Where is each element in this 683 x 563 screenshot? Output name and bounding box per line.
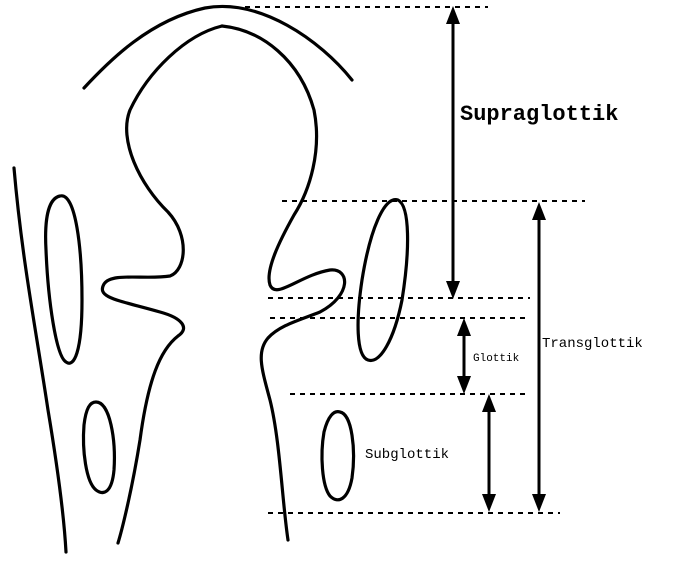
left-airway-wall — [102, 26, 222, 543]
right-airway-wall — [222, 26, 345, 540]
label-glottik: Glottik — [473, 353, 520, 365]
supraglottik-arrow — [446, 6, 460, 299]
label-supraglottik: Supraglottik — [460, 102, 618, 127]
subglottik-arrow — [482, 394, 496, 512]
glottik-arrow — [457, 318, 471, 394]
epiglottis-outline — [84, 7, 352, 88]
right-lower-cartilage — [322, 412, 354, 500]
label-transglottik: Transglottik — [542, 336, 643, 352]
left-upper-cartilage — [46, 196, 82, 363]
left-lower-cartilage — [84, 402, 115, 493]
right-upper-cartilage — [358, 200, 408, 361]
label-subglottik: Subglottik — [365, 447, 449, 463]
transglottik-arrow — [532, 202, 546, 512]
outer-left-wall — [14, 168, 66, 552]
